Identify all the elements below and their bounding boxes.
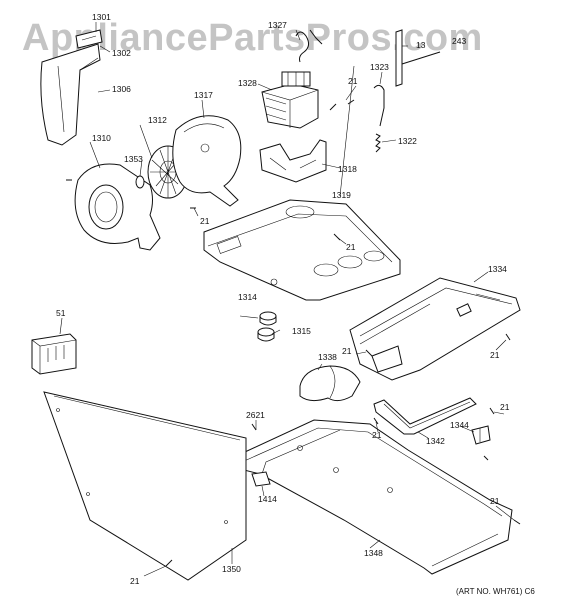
callout-1315: 1315 [292, 326, 311, 336]
callout-21-blower: 21 [200, 216, 210, 226]
callout-1344: 1344 [450, 420, 469, 430]
callout-21-base: 21 [346, 242, 356, 252]
hose-part-1338[interactable] [299, 345, 403, 402]
callout-21-right: 21 [500, 402, 510, 412]
connector-part-51[interactable] [31, 333, 77, 375]
callout-1348: 1348 [364, 548, 383, 558]
leader-lines [59, 22, 515, 577]
callout-21-duct-b: 21 [490, 350, 500, 360]
callout-1319: 1319 [332, 190, 351, 200]
callout-21-bracket: 21 [372, 430, 382, 440]
ring-part-1353[interactable] [135, 175, 145, 189]
callout-1328: 1328 [238, 78, 257, 88]
idler-part-1323[interactable] [373, 84, 385, 127]
callout-1322: 1322 [398, 136, 417, 146]
callout-partial-13: 13 [416, 40, 426, 50]
callout-1306: 1306 [112, 84, 131, 94]
callout-1414: 1414 [258, 494, 277, 504]
callout-1342: 1342 [426, 436, 445, 446]
harness-part-1327[interactable] [295, 29, 323, 63]
callout-2621: 2621 [246, 410, 265, 420]
callout-1312: 1312 [148, 115, 167, 125]
bracket-part-1342[interactable] [373, 397, 477, 435]
panel-part-1350[interactable] [43, 391, 247, 581]
callout-1318: 1318 [338, 164, 357, 174]
motor-part-1328[interactable] [261, 71, 319, 129]
callout-1310: 1310 [92, 133, 111, 143]
motor-bracket-part-1318[interactable] [259, 139, 327, 183]
callout-1334: 1334 [488, 264, 507, 274]
callout-1317: 1317 [194, 90, 213, 100]
callout-1353: 1353 [124, 154, 143, 164]
callout-1301: 1301 [92, 12, 111, 22]
callout-21-frame: 21 [490, 496, 500, 506]
roller-part-1315[interactable] [257, 327, 275, 342]
duct-part-1306[interactable] [40, 29, 103, 146]
spring-part-1322[interactable] [375, 133, 381, 153]
callout-21-motor: 21 [348, 76, 358, 86]
callout-1314: 1314 [238, 292, 257, 302]
art-number: (ART NO. WH761) C6 [456, 587, 535, 596]
callout-21-duct-a: 21 [342, 346, 352, 356]
blower-housing-part-1310[interactable] [74, 163, 161, 251]
clip-part-1344[interactable] [471, 425, 491, 445]
foot-part-1414[interactable] [251, 471, 271, 487]
callout-1323: 1323 [370, 62, 389, 72]
blower-housing-part-1317[interactable] [172, 115, 242, 207]
base-part-1319[interactable] [203, 199, 401, 301]
callout-51: 51 [56, 308, 66, 318]
callout-243: 243 [452, 36, 466, 46]
callout-1302: 1302 [112, 48, 131, 58]
callout-1350: 1350 [222, 564, 241, 574]
roller-part-1314[interactable] [239, 311, 277, 326]
callout-21-panel: 21 [130, 576, 140, 586]
tension-rod-part-243[interactable] [395, 29, 441, 87]
callout-1327: 1327 [268, 20, 287, 30]
callout-1338: 1338 [318, 352, 337, 362]
